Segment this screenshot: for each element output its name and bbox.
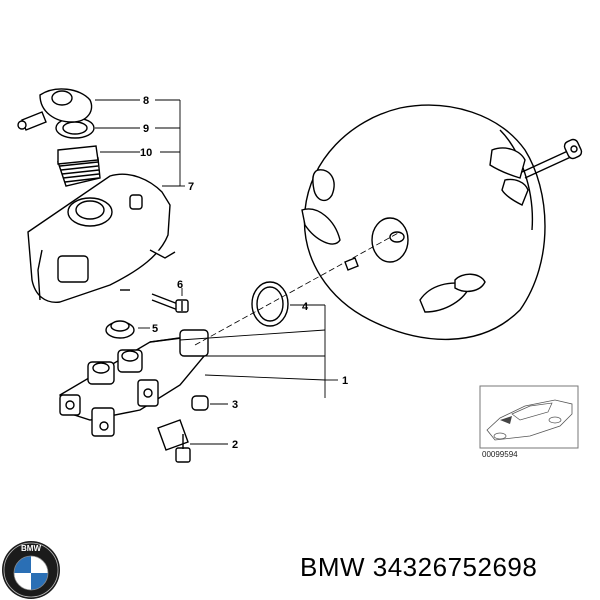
bmw-logo: BMW — [2, 541, 60, 599]
callout-5: 5 — [152, 323, 158, 335]
callout-6: 6 — [177, 279, 183, 291]
callout-2: 2 — [232, 439, 238, 451]
vehicle-thumbnail: 00099594 — [479, 385, 579, 459]
thumbnail-code: 00099594 — [482, 450, 518, 459]
leader-lines — [95, 99, 338, 445]
brake-booster — [301, 104, 583, 341]
fluid-reservoir — [17, 88, 189, 313]
callout-9: 9 — [143, 123, 149, 135]
callout-4: 4 — [302, 301, 309, 313]
master-cylinder — [59, 281, 289, 463]
part-number-caption: BMW 34326752698 — [300, 552, 538, 582]
callout-7: 7 — [188, 181, 194, 193]
callout-1: 1 — [342, 375, 348, 387]
logo-lettering: BMW — [21, 544, 41, 553]
callout-8: 8 — [143, 95, 149, 107]
callout-10: 10 — [140, 147, 152, 159]
callout-3: 3 — [232, 399, 238, 411]
callout-numbers: 1 2 3 4 5 6 7 8 9 10 — [140, 95, 348, 451]
